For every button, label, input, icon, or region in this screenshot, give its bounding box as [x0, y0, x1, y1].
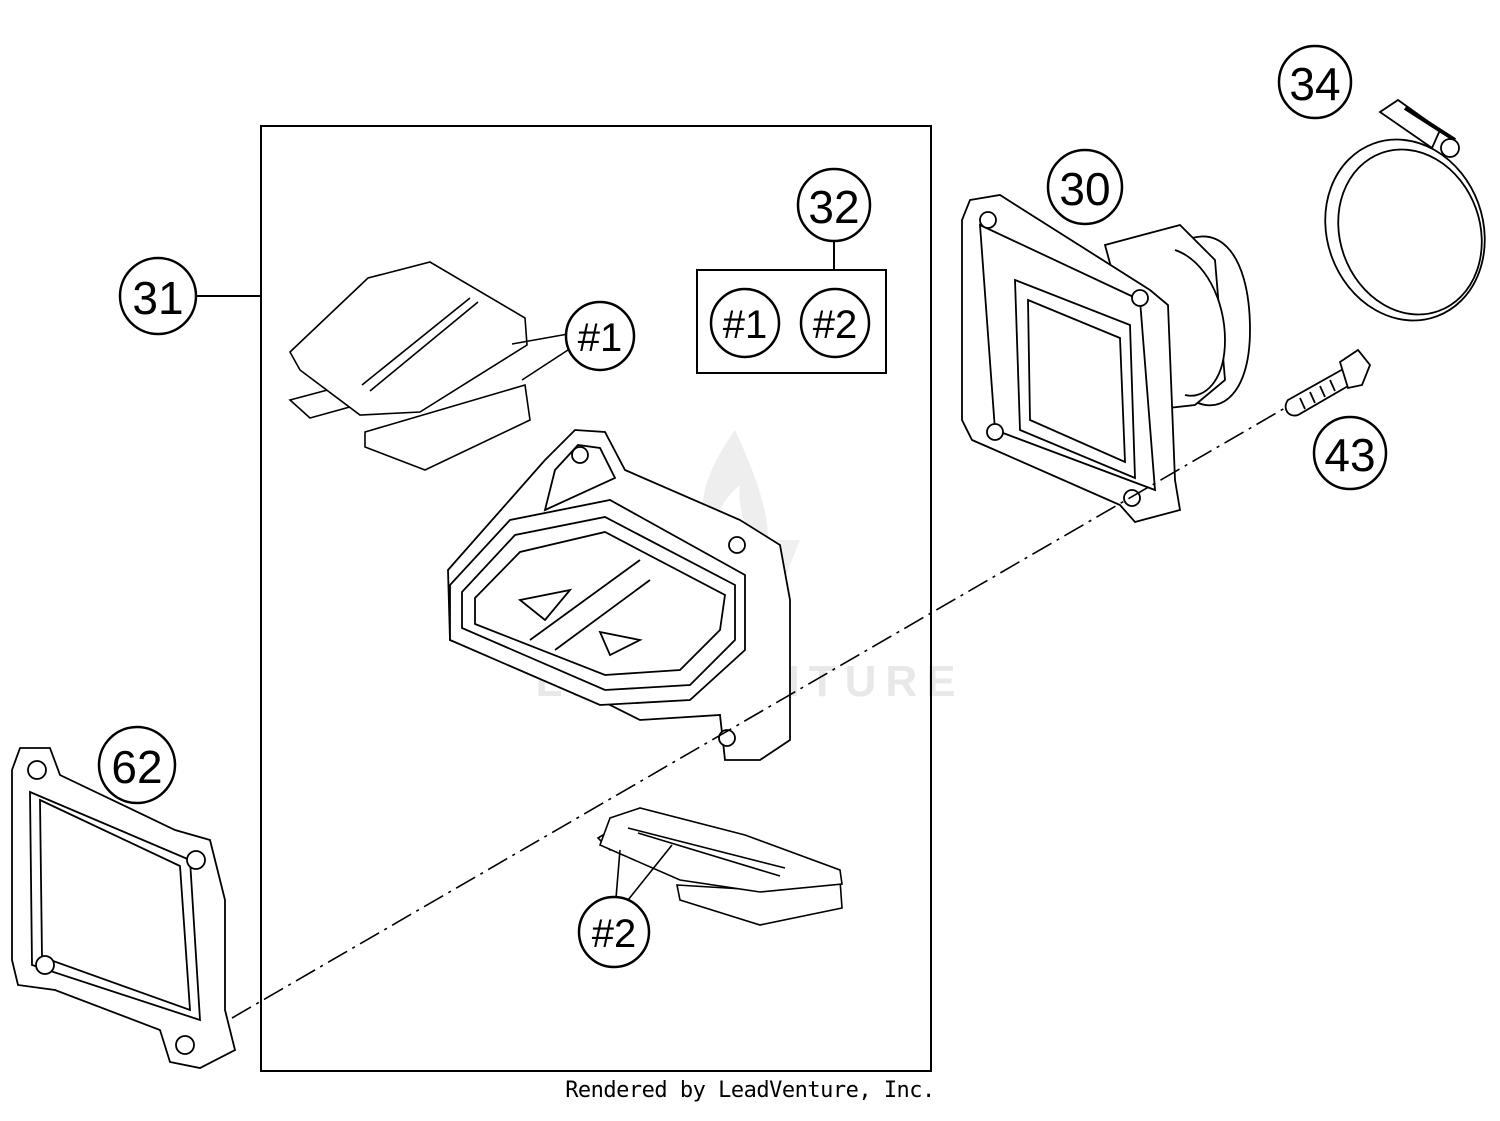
- callout-kit-1[interactable]: #1: [709, 287, 781, 359]
- svg-text:32: 32: [808, 181, 859, 233]
- callout-62[interactable]: 62: [97, 725, 177, 805]
- leader-reed1-a: [511, 333, 569, 345]
- footer-credit: Rendered by LeadVenture, Inc.: [565, 1078, 935, 1103]
- svg-text:30: 30: [1059, 163, 1110, 215]
- callout-31[interactable]: 31: [118, 256, 198, 336]
- reed-petals-2[interactable]: [596, 807, 843, 926]
- kit-32-box: [696, 269, 887, 374]
- intake-flange-30[interactable]: [961, 194, 1251, 524]
- gasket-62[interactable]: [11, 747, 237, 1069]
- svg-text:#1: #1: [578, 316, 623, 360]
- callout-34[interactable]: 34: [1277, 44, 1353, 120]
- kit-boundary-box: [260, 125, 932, 1072]
- leader-reed1-b: [521, 349, 569, 381]
- svg-text:43: 43: [1324, 429, 1375, 481]
- svg-text:#2: #2: [813, 303, 858, 347]
- svg-text:34: 34: [1289, 58, 1340, 110]
- svg-text:#2: #2: [592, 912, 637, 956]
- svg-text:#1: #1: [723, 303, 768, 347]
- callout-32[interactable]: 32: [796, 167, 872, 243]
- callout-kit-2[interactable]: #2: [799, 287, 871, 359]
- reed-valve-block[interactable]: [447, 429, 791, 761]
- reed-petals-1[interactable]: [288, 261, 531, 471]
- alignment-axis: [231, 407, 1286, 1019]
- leader-reed2-a: [615, 849, 621, 899]
- hose-clamp-34[interactable]: [1300, 98, 1500, 343]
- callout-reed-1[interactable]: #1: [564, 300, 636, 372]
- svg-text:62: 62: [111, 741, 162, 793]
- leader-reed2-b: [627, 844, 673, 901]
- callout-43[interactable]: 43: [1312, 415, 1388, 491]
- bolt-43[interactable]: [1284, 348, 1372, 417]
- callout-reed-2[interactable]: #2: [577, 895, 651, 969]
- callout-30[interactable]: 30: [1046, 148, 1124, 226]
- svg-text:31: 31: [132, 272, 183, 324]
